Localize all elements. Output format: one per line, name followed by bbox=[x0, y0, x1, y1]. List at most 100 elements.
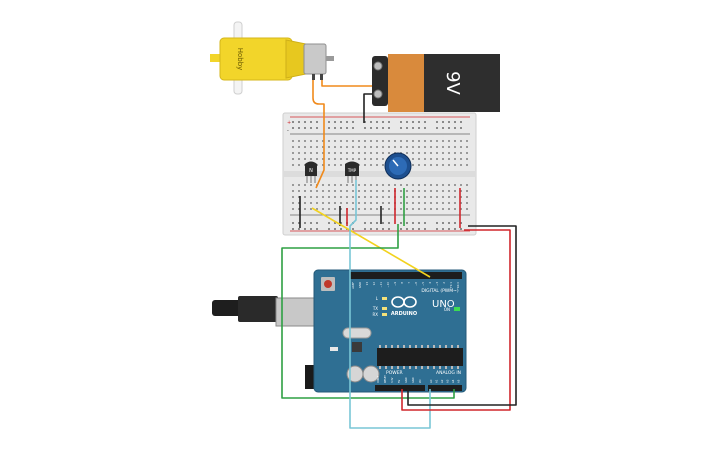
bb-rail-hole[interactable] bbox=[346, 121, 348, 123]
bb-hole[interactable] bbox=[442, 140, 444, 142]
bb-hole[interactable] bbox=[460, 196, 462, 198]
bb-hole[interactable] bbox=[328, 140, 330, 142]
bb-hole[interactable] bbox=[382, 152, 384, 154]
bb-rail-hole[interactable] bbox=[436, 228, 438, 230]
bb-hole[interactable] bbox=[364, 208, 366, 210]
bb-hole[interactable] bbox=[436, 202, 438, 204]
bb-hole[interactable] bbox=[292, 146, 294, 148]
analog-header[interactable] bbox=[428, 385, 462, 391]
bb-rail-hole[interactable] bbox=[400, 121, 402, 123]
bb-hole[interactable] bbox=[382, 184, 384, 186]
bb-hole[interactable] bbox=[328, 202, 330, 204]
bb-hole[interactable] bbox=[388, 202, 390, 204]
bb-hole[interactable] bbox=[316, 208, 318, 210]
power-header[interactable] bbox=[375, 385, 425, 391]
bb-rail-hole[interactable] bbox=[304, 228, 306, 230]
bb-rail-hole[interactable] bbox=[292, 222, 294, 224]
bb-hole[interactable] bbox=[358, 140, 360, 142]
bb-hole[interactable] bbox=[298, 202, 300, 204]
bb-rail-hole[interactable] bbox=[328, 127, 330, 129]
bb-hole[interactable] bbox=[292, 202, 294, 204]
bb-hole[interactable] bbox=[406, 152, 408, 154]
bb-hole[interactable] bbox=[424, 202, 426, 204]
wire-yellow-signal[interactable] bbox=[311, 207, 431, 278]
bb-rail-hole[interactable] bbox=[352, 121, 354, 123]
bb-hole[interactable] bbox=[448, 196, 450, 198]
bb-hole[interactable] bbox=[340, 202, 342, 204]
bb-hole[interactable] bbox=[454, 184, 456, 186]
bb-hole[interactable] bbox=[298, 146, 300, 148]
bb-rail-hole[interactable] bbox=[412, 222, 414, 224]
bb-hole[interactable] bbox=[334, 140, 336, 142]
bb-hole[interactable] bbox=[442, 184, 444, 186]
bb-rail-hole[interactable] bbox=[382, 127, 384, 129]
bb-hole[interactable] bbox=[358, 152, 360, 154]
bb-hole[interactable] bbox=[298, 190, 300, 192]
bb-hole[interactable] bbox=[454, 202, 456, 204]
bb-hole[interactable] bbox=[466, 146, 468, 148]
bb-rail-hole[interactable] bbox=[412, 228, 414, 230]
motor-terminal-1[interactable] bbox=[312, 74, 315, 80]
bb-hole[interactable] bbox=[412, 208, 414, 210]
bb-hole[interactable] bbox=[412, 196, 414, 198]
bb-rail-hole[interactable] bbox=[304, 127, 306, 129]
bb-hole[interactable] bbox=[304, 146, 306, 148]
bb-hole[interactable] bbox=[340, 196, 342, 198]
bb-hole[interactable] bbox=[436, 152, 438, 154]
bb-hole[interactable] bbox=[310, 140, 312, 142]
bb-hole[interactable] bbox=[334, 208, 336, 210]
bb-hole[interactable] bbox=[430, 208, 432, 210]
bb-hole[interactable] bbox=[304, 184, 306, 186]
bb-hole[interactable] bbox=[406, 190, 408, 192]
bb-hole[interactable] bbox=[358, 208, 360, 210]
bb-hole[interactable] bbox=[322, 196, 324, 198]
bb-hole[interactable] bbox=[310, 190, 312, 192]
bb-hole[interactable] bbox=[436, 190, 438, 192]
bb-hole[interactable] bbox=[454, 196, 456, 198]
bb-rail-hole[interactable] bbox=[448, 127, 450, 129]
bb-hole[interactable] bbox=[370, 196, 372, 198]
bb-hole[interactable] bbox=[364, 164, 366, 166]
bb-hole[interactable] bbox=[448, 202, 450, 204]
potentiometer[interactable] bbox=[384, 152, 412, 180]
bb-hole[interactable] bbox=[460, 164, 462, 166]
bb-hole[interactable] bbox=[376, 140, 378, 142]
bb-rail-hole[interactable] bbox=[424, 127, 426, 129]
breadboard[interactable]: + - bbox=[282, 112, 477, 236]
bb-hole[interactable] bbox=[292, 152, 294, 154]
bb-rail-hole[interactable] bbox=[400, 222, 402, 224]
bb-hole[interactable] bbox=[322, 184, 324, 186]
bb-rail-hole[interactable] bbox=[460, 222, 462, 224]
bb-hole[interactable] bbox=[400, 208, 402, 210]
bb-hole[interactable] bbox=[310, 146, 312, 148]
bb-hole[interactable] bbox=[442, 190, 444, 192]
bb-rail-hole[interactable] bbox=[448, 228, 450, 230]
bb-hole[interactable] bbox=[424, 140, 426, 142]
bb-rail-hole[interactable] bbox=[370, 127, 372, 129]
bb-hole[interactable] bbox=[406, 146, 408, 148]
bb-hole[interactable] bbox=[340, 146, 342, 148]
bb-rail-hole[interactable] bbox=[298, 127, 300, 129]
bb-rail-hole[interactable] bbox=[388, 121, 390, 123]
battery-9v[interactable]: 9V bbox=[372, 54, 500, 112]
wire-green-analog[interactable] bbox=[281, 224, 455, 399]
bb-rail-hole[interactable] bbox=[454, 121, 456, 123]
bb-rail-hole[interactable] bbox=[340, 127, 342, 129]
bb-rail-hole[interactable] bbox=[376, 121, 378, 123]
bb-hole[interactable] bbox=[424, 164, 426, 166]
bb-rail-hole[interactable] bbox=[382, 121, 384, 123]
bb-hole[interactable] bbox=[424, 196, 426, 198]
bb-hole[interactable] bbox=[328, 196, 330, 198]
bb-hole[interactable] bbox=[370, 146, 372, 148]
bb-hole[interactable] bbox=[328, 152, 330, 154]
bb-hole[interactable] bbox=[346, 152, 348, 154]
bb-hole[interactable] bbox=[430, 146, 432, 148]
bb-rail-hole[interactable] bbox=[292, 121, 294, 123]
bb-hole[interactable] bbox=[292, 190, 294, 192]
bb-rail-hole[interactable] bbox=[400, 127, 402, 129]
bb-rail-hole[interactable] bbox=[376, 228, 378, 230]
bb-hole[interactable] bbox=[364, 202, 366, 204]
bb-hole[interactable] bbox=[406, 196, 408, 198]
bb-hole[interactable] bbox=[418, 190, 420, 192]
bb-hole[interactable] bbox=[412, 140, 414, 142]
